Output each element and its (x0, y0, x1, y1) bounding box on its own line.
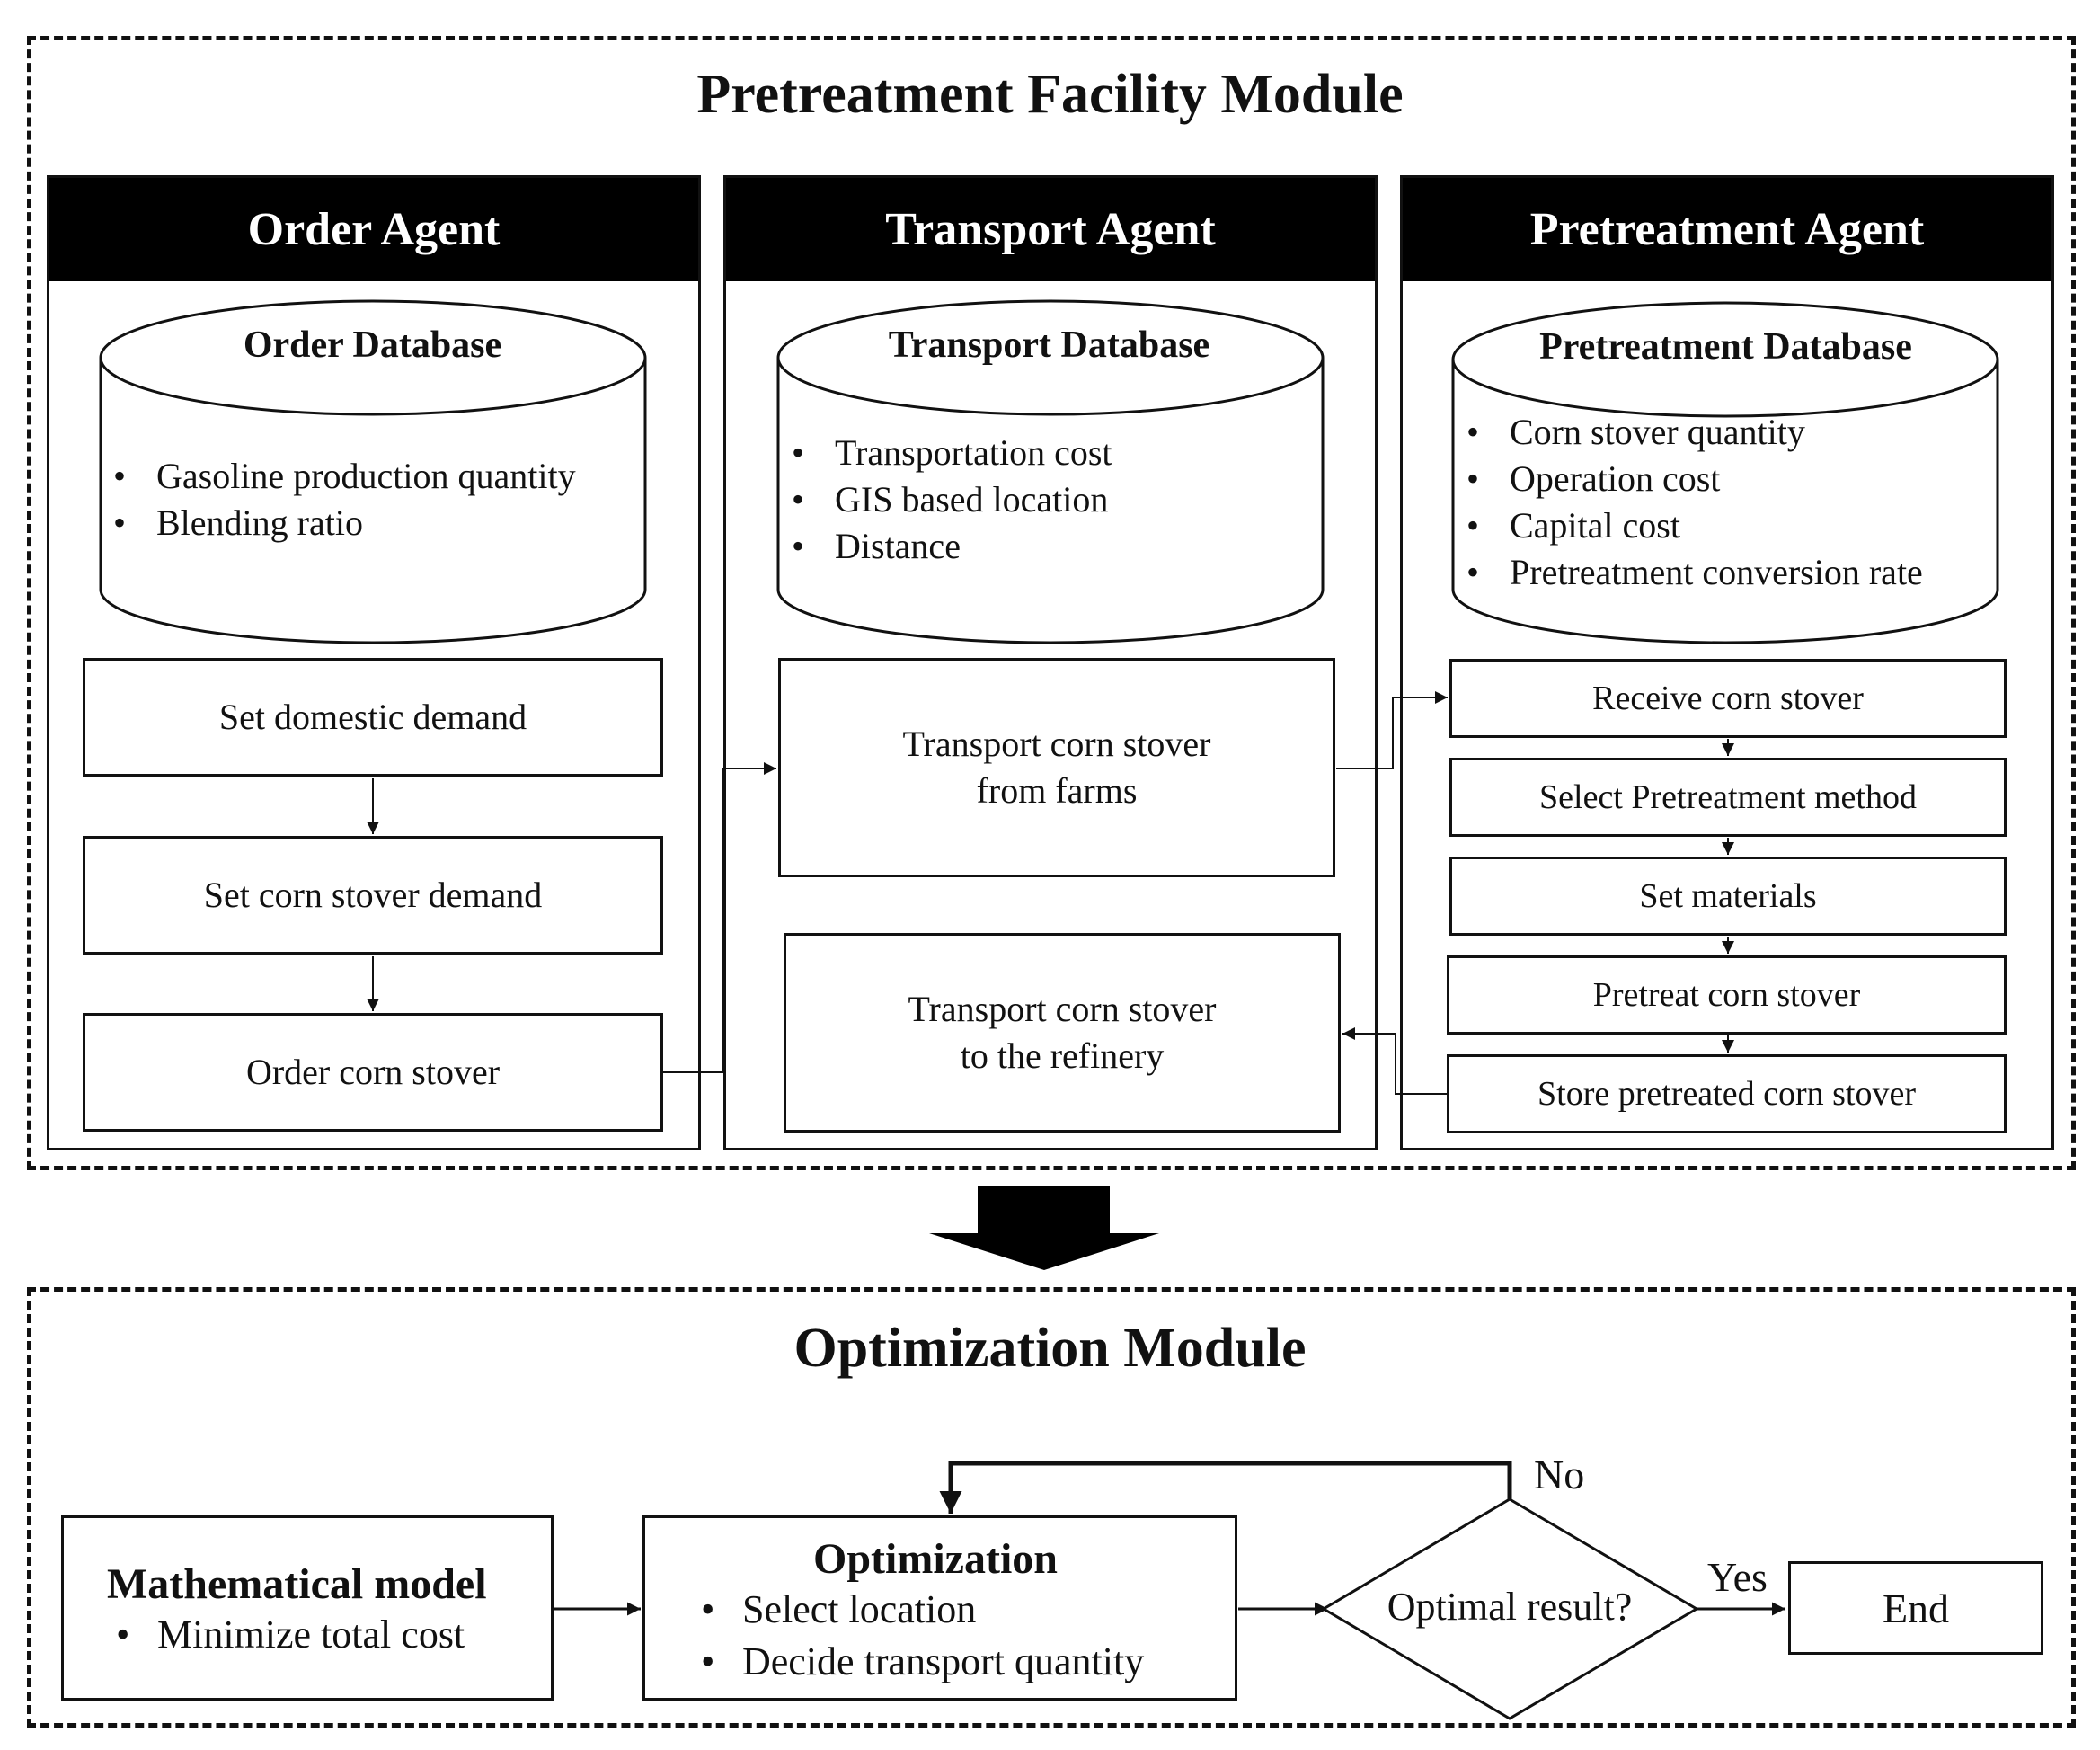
set-domestic-demand-step: Set domestic demand (83, 658, 663, 777)
transport-agent-header: Transport Agent (726, 178, 1375, 281)
order-database-items: Gasoline production quantity Blending ra… (101, 453, 644, 546)
transport-to-refinery-step: Transport corn stover to the refinery (784, 933, 1341, 1133)
optimization-title: Optimization (813, 1535, 1058, 1583)
set-corn-stover-demand-step: Set corn stover demand (83, 836, 663, 955)
optimization-item: Select location (692, 1584, 1235, 1636)
select-pretreatment-method-step: Select Pretreatment method (1449, 758, 2007, 837)
pretreatment-db-item: Capital cost (1454, 502, 2011, 549)
order-database-title: Order Database (243, 324, 502, 366)
order-database-cylinder (99, 299, 647, 644)
transport-db-item: Distance (779, 523, 1323, 570)
decision-label: Optimal result? (1387, 1585, 1633, 1629)
mathematical-model-box: Mathematical model Minimize total cost (61, 1515, 554, 1701)
no-label: No (1534, 1452, 1585, 1497)
pretreat-corn-stover-step: Pretreat corn stover (1447, 955, 2007, 1035)
math-model-item: Minimize total cost (107, 1609, 551, 1661)
pretreatment-db-item: Pretreatment conversion rate (1454, 549, 2011, 596)
order-db-item: Gasoline production quantity (101, 453, 644, 500)
set-materials-step: Set materials (1449, 857, 2007, 936)
end-box: End (1788, 1561, 2043, 1655)
pretreatment-database-title: Pretreatment Database (1539, 326, 1912, 368)
mathematical-model-items: Minimize total cost (107, 1609, 551, 1661)
transport-from-farms-step: Transport corn stover from farms (778, 658, 1335, 877)
pretreatment-module-frame (27, 36, 2076, 1170)
yes-label: Yes (1707, 1554, 1768, 1600)
module-transition-arrow (929, 1186, 1159, 1270)
optimization-items: Select location Decide transport quantit… (692, 1584, 1235, 1688)
transport-database-cylinder (776, 299, 1325, 644)
optimization-module-title: Optimization Module (793, 1318, 1307, 1379)
pretreatment-database-cylinder (1451, 301, 1999, 644)
order-db-item: Blending ratio (101, 500, 644, 546)
pretreatment-database-items: Corn stover quantity Operation cost Capi… (1454, 409, 2011, 596)
arrow-transport-to-receive (1336, 691, 1448, 769)
store-pretreated-corn-stover-step: Store pretreated corn stover (1447, 1054, 2007, 1133)
pretreatment-db-item: Corn stover quantity (1454, 409, 2011, 456)
optimal-result-decision (1321, 1497, 1699, 1720)
order-corn-stover-step: Order corn stover (83, 1013, 663, 1132)
transport-db-item: Transportation cost (779, 430, 1323, 476)
receive-corn-stover-step: Receive corn stover (1449, 659, 2007, 738)
optimization-item: Decide transport quantity (692, 1636, 1235, 1688)
optimization-module-frame (27, 1287, 2076, 1728)
pretreatment-module-title: Pretreatment Facility Module (696, 64, 1404, 125)
pretreatment-db-item: Operation cost (1454, 456, 2011, 502)
arrow-order-to-transport (663, 762, 776, 1073)
transport-database-items: Transportation cost GIS based location D… (779, 430, 1323, 570)
arrow-no-loop (939, 1461, 1512, 1514)
transport-db-item: GIS based location (779, 476, 1323, 523)
order-agent-header: Order Agent (49, 178, 698, 281)
pretreatment-agent-header: Pretreatment Agent (1403, 178, 2051, 281)
optimization-box: Optimization Select location Decide tran… (642, 1515, 1237, 1701)
mathematical-model-title: Mathematical model (107, 1560, 487, 1608)
transport-database-title: Transport Database (888, 324, 1210, 366)
arrow-store-to-refinery (1342, 1027, 1447, 1095)
